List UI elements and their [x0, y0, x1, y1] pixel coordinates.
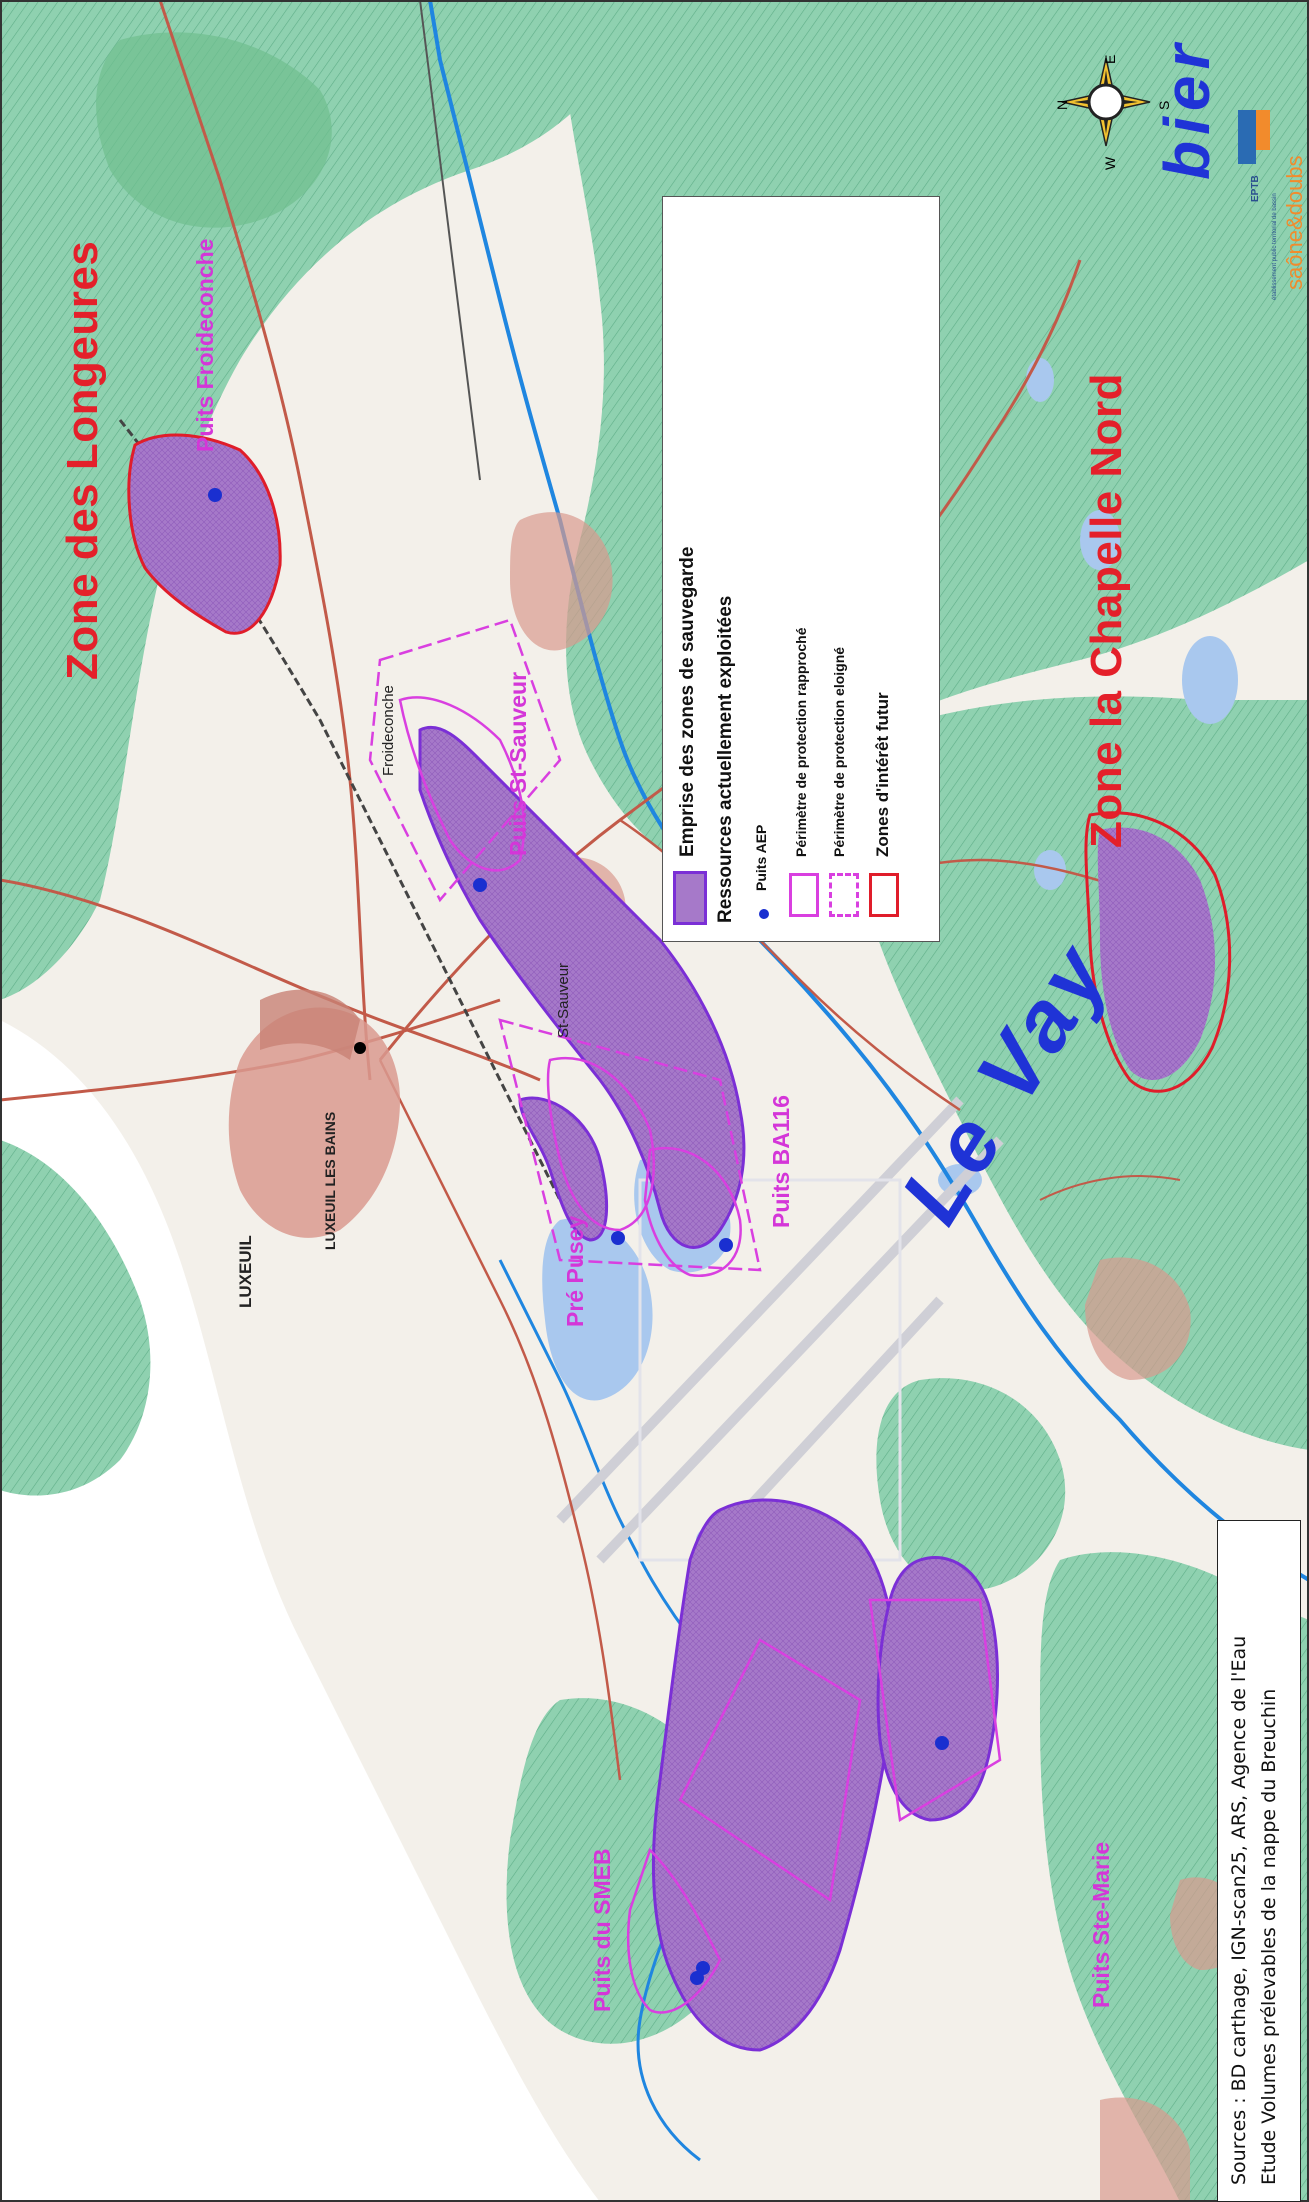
legend-well-dot [759, 909, 769, 919]
town-st-sauveur: St-Sauveur [555, 962, 572, 1038]
well-label-ste-marie: Puits Ste-Marie [1088, 1841, 1114, 2008]
compass-s: S [1156, 100, 1172, 110]
well-ba116-dot [719, 1238, 733, 1252]
railway [118, 419, 562, 1201]
well-markers [208, 488, 949, 1985]
logo-tagline: établissement public territorial de bass… [1272, 193, 1278, 300]
compass-w: W [1102, 156, 1118, 170]
sources-box: Sources : BD carthage, IGN-scan25, ARS, … [1217, 1520, 1301, 2202]
well-pre-pusey-dot [611, 1231, 625, 1245]
compass-rose: N E S W [1054, 52, 1172, 170]
legend: Emprise des zones de sauvegarde Ressourc… [662, 196, 940, 942]
compass-n: N [1054, 99, 1070, 110]
compass-e: E [1102, 54, 1118, 64]
logo-brand: saône&doubs [1282, 155, 1307, 290]
legend-well-item: Puits AEP [753, 824, 769, 891]
eptb-logo: EPTB établissement public territorial de… [1236, 110, 1307, 300]
town-luxeuil-les-bains: LUXEUIL LES BAINS [322, 1111, 338, 1250]
well-label-pre-pusey: Pré Pusey [562, 1215, 588, 1327]
well-froideconche-dot [208, 488, 222, 502]
sources-line-1: Sources : BD carthage, IGN-scan25, ARS, … [1228, 1635, 1250, 2185]
logo-mark [1238, 110, 1256, 164]
legend-swatch-safeguard [673, 871, 707, 925]
well-smeb-dot-2 [696, 1961, 710, 1975]
compass-icon [1061, 57, 1151, 147]
well-label-froideconche: Puits Froideconche [192, 238, 218, 452]
unmapped-area [0, 1020, 600, 2202]
legend-swatch-future [869, 873, 899, 917]
well-label-st-sauveur: Puits St-Sauveur [505, 671, 531, 856]
legend-far-perimeter: Périmètre de protection eloigné [831, 646, 847, 857]
logo-mark-accent [1256, 110, 1270, 150]
legend-swatch-near [789, 873, 819, 917]
legend-future-zones: Zones d'intérêt futur [873, 692, 892, 857]
legend-group-title: Ressources actuellement exploitées [715, 595, 736, 923]
legend-swatch-far [829, 873, 859, 917]
near-perimeters [398, 696, 1002, 2014]
well-label-ba116: Puits BA116 [768, 1095, 794, 1228]
logo-code: EPTB [1250, 175, 1261, 202]
legend-title: Emprise des zones de sauvegarde [677, 546, 698, 857]
town-froideconche: Froideconche [380, 685, 397, 776]
future-zones [127, 433, 1232, 1093]
well-label-smeb: Puits du SMEB [589, 1848, 615, 2012]
zone-title-longeures: Zone des Longeures [58, 240, 107, 680]
zone-title-chapelle-nord: Zone la Chapelle Nord [1082, 372, 1131, 848]
legend-near-perimeter: Périmètre de protection rapproché [793, 627, 809, 857]
settlements [228, 512, 1246, 2202]
far-perimeters [368, 618, 762, 1272]
town-luxeuil: LUXEUIL [236, 1235, 255, 1308]
sources-line-2: Etude Volumes prélevables de la nappe du… [1258, 1688, 1280, 2185]
well-st-sauveur-dot [473, 878, 487, 892]
well-ste-marie-dot [935, 1736, 949, 1750]
